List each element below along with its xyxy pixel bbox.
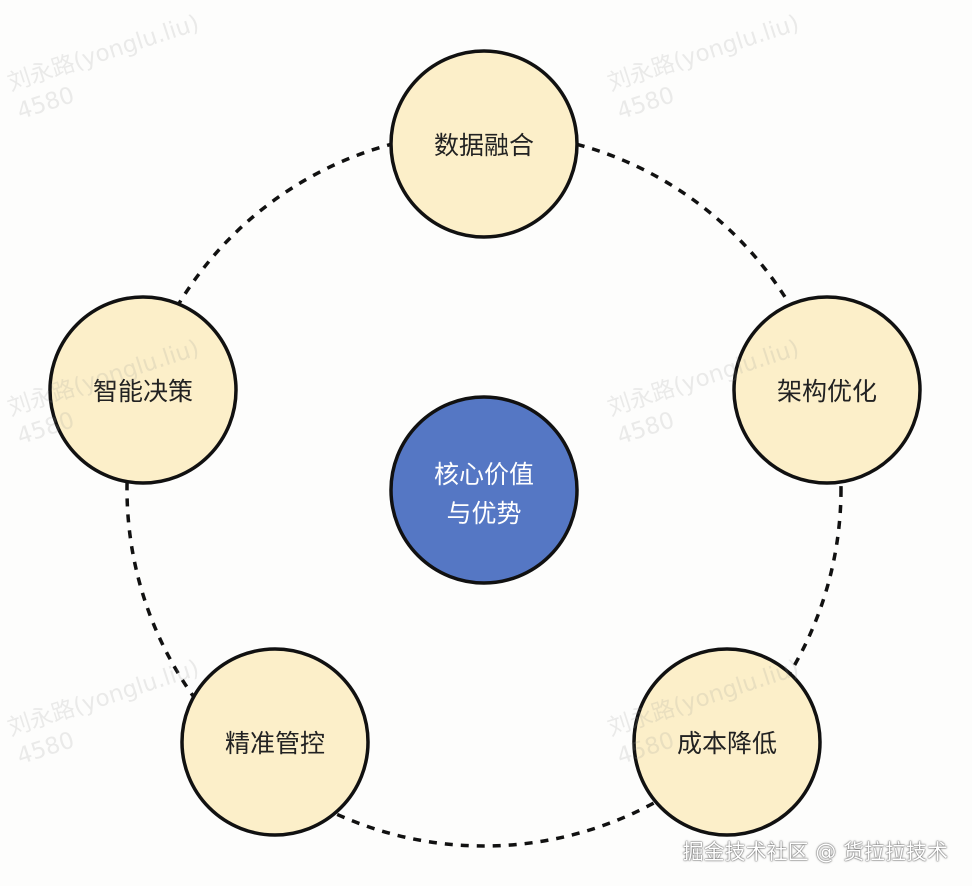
center-node: 核心价值 与优势 — [389, 395, 579, 585]
center-label-line-2: 与优势 — [446, 499, 521, 528]
node-architecture-optimization: 架构优化 — [732, 295, 922, 485]
node-label-data-fusion: 数据融合 — [434, 131, 534, 160]
node-precise-control: 精准管控 — [180, 647, 370, 837]
node-data-fusion: 数据融合 — [389, 49, 579, 239]
node-label-architecture-optimization: 架构优化 — [777, 377, 877, 406]
node-cost-reduction: 成本降低 — [632, 647, 822, 837]
center-label-line-1: 核心价值 — [434, 460, 534, 489]
node-label-intelligent-decision: 智能决策 — [93, 377, 193, 406]
node-label-precise-control: 精准管控 — [225, 729, 325, 758]
node-label-cost-reduction: 成本降低 — [677, 729, 777, 758]
node-intelligent-decision: 智能决策 — [48, 295, 238, 485]
footer-credit: 掘金技术社区 @ 货拉拉技术 — [682, 840, 948, 864]
